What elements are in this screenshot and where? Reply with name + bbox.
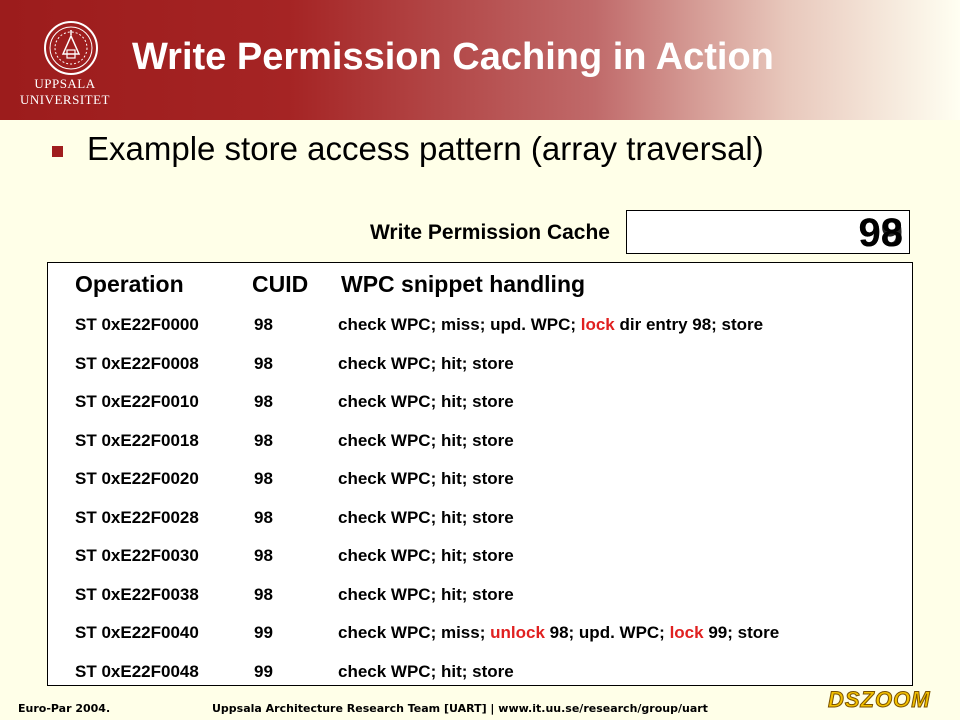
cell-operation: ST 0xE22F0000 (75, 315, 199, 334)
cell-handling: check WPC; hit; store (338, 349, 514, 379)
handling-text: check WPC; hit; store (338, 546, 514, 565)
square-bullet-icon (52, 146, 63, 157)
handling-text: check WPC; hit; store (338, 353, 514, 373)
cell-cuid: 98 (254, 315, 273, 334)
cell-cuid: 98 (254, 546, 273, 565)
operations-table: Operation CUID WPC snippet handling ST 0… (47, 262, 913, 686)
university-seal-icon (44, 21, 98, 75)
logo-text-line1: UPPSALA (34, 76, 96, 91)
wpc-value-current: 99 (858, 211, 904, 255)
table-row: ST 0xE22F0000 98 check WPC; miss; upd. WPC… (48, 310, 912, 340)
footer-team-url: Uppsala Architecture Research Team [UART… (212, 702, 708, 715)
highlighted-keyword: unlock (490, 623, 545, 642)
table-row: ST 0xE22F0030 98 check WPC; hit; store (48, 541, 912, 571)
column-header-operation: Operation (75, 271, 184, 297)
cell-operation: ST 0xE22F0010 (75, 392, 199, 411)
handling-text: check WPC; hit; store (338, 507, 514, 527)
table-row: ST 0xE22F0038 98 check WPC; hit; store (48, 580, 912, 610)
cell-operation: ST 0xE22F0048 (75, 661, 199, 681)
cell-operation: ST 0xE22F0038 (75, 584, 199, 604)
slide-title: Write Permission Caching in Action (132, 36, 774, 78)
cell-operation: ST 0xE22F0008 (75, 353, 199, 373)
table-row: ST 0xE22F0008 98 check WPC; hit; store (48, 349, 912, 379)
wpc-value-previous: 98 (858, 211, 904, 255)
handling-text: check WPC; hit; store (338, 392, 514, 411)
cell-cuid: 98 (254, 584, 273, 604)
column-header-handling: WPC snippet handling (341, 271, 586, 297)
handling-text: check WPC; hit; store (338, 430, 514, 450)
uppsala-university-logo: UPPSALA UNIVERSITET (10, 8, 120, 112)
cell-cuid: 98 (254, 430, 273, 450)
cell-operation: ST 0xE22F0028 (75, 507, 199, 527)
cell-handling: check WPC; hit; store (338, 426, 514, 456)
cell-cuid: 98 (254, 507, 273, 527)
highlighted-keyword: lock (669, 623, 704, 642)
cell-handling: check WPC; hit; store (338, 464, 514, 494)
cell-cuid: 98 (254, 469, 273, 488)
cell-handling: check WPC; miss; unlock 98; upd. WPC; lo… (338, 618, 779, 648)
table-row: ST 0xE22F0028 98 check WPC; hit; store (48, 503, 912, 533)
cell-cuid: 98 (254, 353, 273, 373)
handling-text: check WPC; miss; (338, 623, 491, 642)
handling-text: dir entry 98; store (614, 315, 764, 334)
table-row: ST 0xE22F0048 99 check WPC; hit; store (48, 657, 912, 687)
column-header-cuid: CUID (252, 271, 309, 297)
table-row: ST 0xE22F0010 98 check WPC; hit; store (48, 387, 912, 417)
cell-operation: ST 0xE22F0020 (75, 469, 199, 488)
cell-operation: ST 0xE22F0018 (75, 430, 199, 450)
handling-text: check WPC; hit; store (338, 584, 514, 604)
handling-text: check WPC; hit; store (338, 661, 514, 681)
wpc-display-box: 98 99 (626, 210, 910, 255)
highlighted-keyword: lock (580, 315, 615, 334)
table-row: ST 0xE22F0020 98 check WPC; hit; store (48, 464, 912, 494)
cell-operation: ST 0xE22F0040 (75, 623, 199, 642)
handling-text: check WPC; miss; upd. WPC; (338, 315, 581, 334)
cell-cuid: 98 (254, 392, 273, 411)
cell-cuid: 99 (254, 661, 273, 681)
cell-handling: check WPC; miss; upd. WPC; lock dir entr… (338, 310, 763, 340)
handling-text: 98; upd. WPC; (544, 623, 670, 642)
handling-text: check WPC; hit; store (338, 469, 514, 488)
footer-conference: Euro-Par 2004. (18, 702, 111, 715)
cell-handling: check WPC; hit; store (338, 580, 514, 610)
cell-operation: ST 0xE22F0030 (75, 546, 199, 565)
dszoom-logo: DSZOOM (828, 687, 931, 713)
wpc-label: Write Permission Cache (369, 221, 610, 244)
cell-handling: check WPC; hit; store (338, 387, 514, 417)
slide-header: UPPSALA UNIVERSITET Write Permission Cac… (0, 0, 960, 120)
table-row: ST 0xE22F0018 98 check WPC; hit; store (48, 426, 912, 456)
bullet-text: Example store access pattern (array trav… (87, 130, 764, 167)
cell-handling: check WPC; hit; store (338, 657, 514, 687)
logo-text-line2: UNIVERSITET (20, 92, 110, 107)
cell-handling: check WPC; hit; store (338, 503, 514, 533)
cell-handling: check WPC; hit; store (338, 541, 514, 571)
handling-text: 99; store (703, 623, 780, 642)
table-row: ST 0xE22F0040 99 check WPC; miss; unlock 9… (48, 618, 912, 648)
cell-cuid: 99 (254, 623, 273, 642)
